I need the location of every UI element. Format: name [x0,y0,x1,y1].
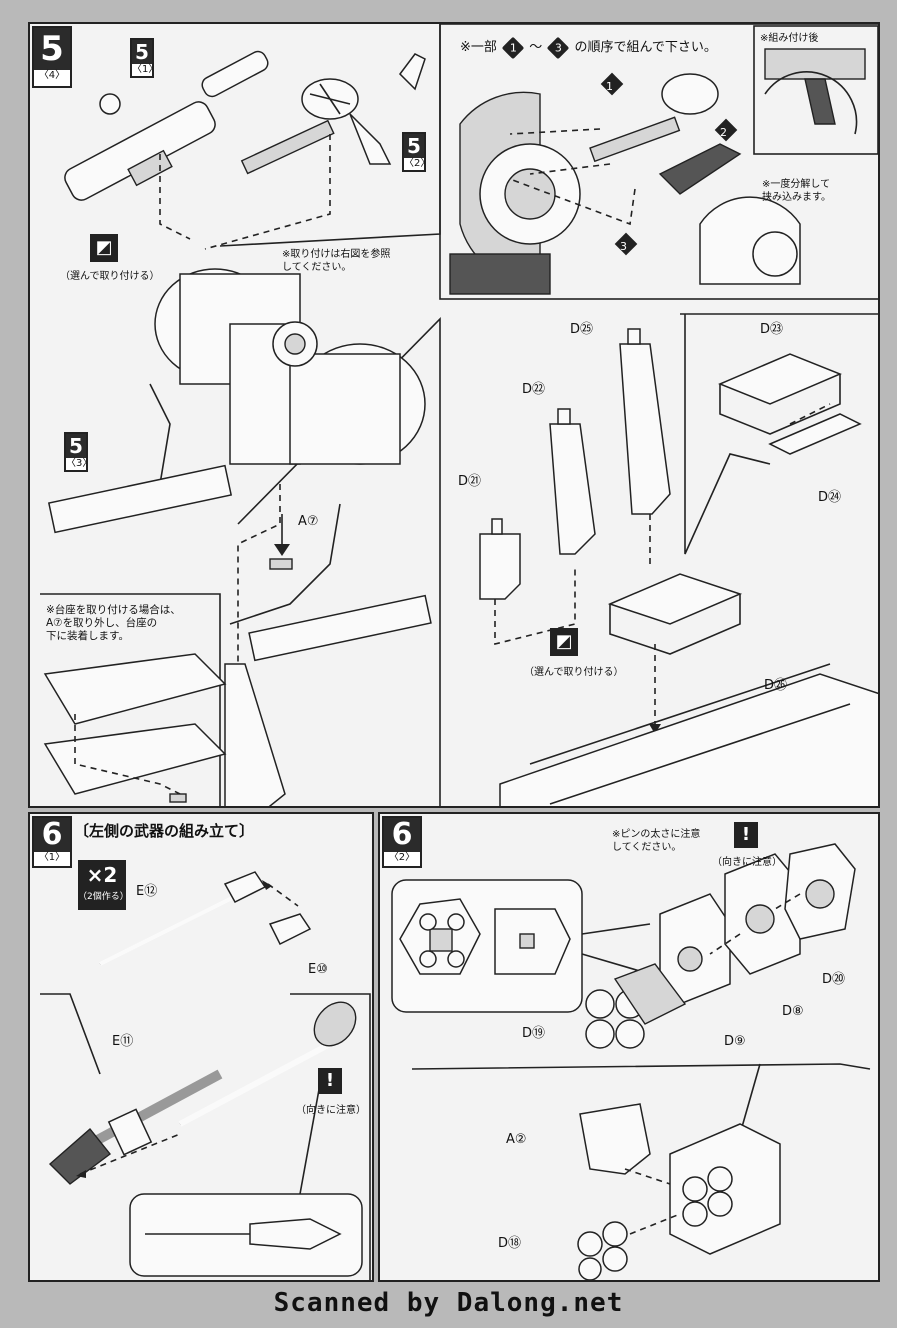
step5-illustration [40,24,878,806]
part-d24-label: D㉔ [818,490,842,505]
part-d18-label: D⑱ [498,1236,522,1251]
step6-1-title: 〔左側の武器の組み立て〕 [74,822,255,840]
step6-2-sub: 〈2〉 [388,852,416,863]
part-d26-label: D㉖ [764,678,788,693]
choose-label-2: （選んで取り付ける） [524,667,624,678]
choose-label: （選んで取り付ける） [60,271,160,282]
step5-ref2-number: 5 [404,134,424,158]
step5-ref2-sub: 〈2〉 [404,158,431,169]
part-d25-label: D㉕ [570,322,594,337]
step6-1-panel: 6 〈1〉 〔左側の武器の組み立て〕 ×2 （2個作る） E⑫ E⑩ E⑪ ! … [28,812,374,1282]
part-e12-label: E⑫ [136,884,158,899]
pin-note: ※ピンの太さに注意 してください。 [612,829,701,853]
step6-2-illustration [391,843,871,1280]
base-note: ※台座を取り付ける場合は、 A⑦を取り外し、台座の 下に装着します。 [46,604,181,642]
mount-ref-note: ※取り付けは右図を参照 してください。 [282,249,391,273]
part-d9-label: D⑨ [724,1034,746,1049]
caution-label: （向きに注意） [296,1105,366,1116]
choose-icon-2: ◩ [550,628,578,656]
after-assembly-note: ※組み付け後 [760,33,819,44]
step6-1-illustration [40,871,371,1280]
step5-ref3-sub: 〈3〉 [66,458,93,469]
order-note-prefix: ※一部 [460,40,497,55]
order-badge-1: 1 [501,36,525,60]
step6-1-badge: 6 〈1〉 [32,816,72,868]
step6-1-number: 6 [34,818,70,852]
step5-panel: 5 〈4〉 5 〈1〉 5 〈2〉 5 〈3〉 ◩ （選んで取り付ける） ※取り… [28,22,880,808]
step5-badge: 5 〈4〉 [32,26,72,88]
step6-2-badge: 6 〈2〉 [382,816,422,868]
step5-number: 5 [34,28,70,70]
part-d19-label: D⑲ [522,1026,546,1041]
disassemble-note: ※一度分解して 挟み込みます。 [762,179,831,203]
step5-sub: 〈4〉 [38,70,66,81]
part-d23-label: D㉓ [760,322,784,337]
part-e10-label: E⑩ [308,962,328,977]
part-d20-label: D⑳ [822,972,846,987]
part-d21-label: D㉑ [458,474,482,489]
times-badge: ×2 （2個作る） [78,860,129,910]
choose-icon: ◩ [90,234,118,262]
order-note-suffix: の順序で組んで下さい。 [574,40,717,55]
step6-1-sub: 〈1〉 [38,852,66,863]
step6-2-panel: 6 〈2〉 ※ピンの太さに注意 してください。 ! （向きに注意） D⑳ D⑧ … [378,812,880,1282]
caution-icon: ! [318,1068,342,1094]
times-sub: （2個作る） [78,892,129,902]
caution-icon-2: ! [734,822,758,848]
order-badge-3: 3 [547,36,570,60]
part-a7-label: A⑦ [298,514,319,529]
step5-ref3-badge: 5 〈3〉 [64,432,93,472]
footer-credit: Scanned by Dalong.net [273,1288,624,1318]
order-note: ※一部 1 〜 3 の順序で組んで下さい。 [460,36,717,60]
step5-ref1-sub: 〈1〉 [132,64,159,75]
caution-label-2: （向きに注意） [712,857,782,868]
part-e11-label: E⑪ [112,1034,134,1049]
step5-ref1-badge: 5 〈1〉 [130,38,159,78]
part-a2-label: A② [506,1132,527,1147]
step5-ref1-number: 5 [132,40,152,64]
order-note-tilde: 〜 [529,40,543,55]
times-value: ×2 [86,863,118,887]
part-d8-label: D⑧ [782,1004,804,1019]
part-d22-label: D㉒ [522,382,546,397]
step6-2-number: 6 [384,818,420,852]
step5-ref3-number: 5 [66,434,86,458]
step5-ref2-badge: 5 〈2〉 [402,132,431,172]
